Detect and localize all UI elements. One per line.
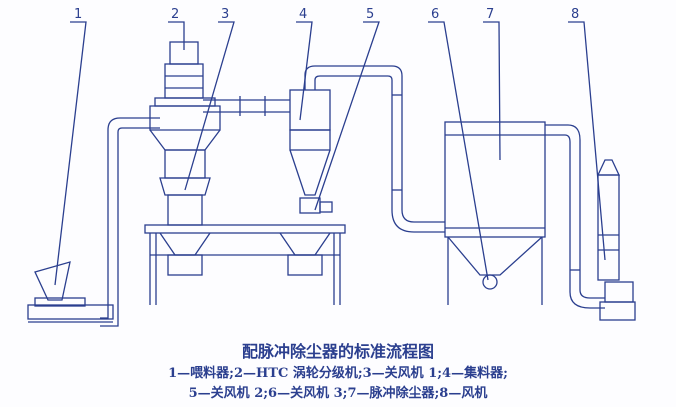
label-7: 7 (486, 7, 494, 22)
label-1: 1 (74, 7, 82, 22)
label-5: 5 (366, 7, 374, 22)
legend-line-2: 5—关风机 2;6—关风机 3;7—脉冲除尘器;8—风机 (188, 386, 488, 401)
classifier-outlet-pipe (203, 96, 290, 116)
label-8: 8 (571, 7, 579, 22)
process-drawing: 1 2 3 4 5 6 7 8 (27, 7, 636, 327)
cyclone-collector (289, 65, 445, 233)
classifier (149, 41, 221, 226)
fan (596, 159, 636, 321)
legend-line-1: 1—喂料器;2—HTC 涡轮分级机;3—关风机 1;4—集料器; (168, 366, 508, 381)
support-frame (144, 224, 346, 305)
label-2: 2 (171, 7, 179, 22)
label-6: 6 (431, 7, 439, 22)
callout-labels: 1 2 3 4 5 6 7 8 (74, 7, 579, 22)
pulse-dust-collector (444, 121, 605, 309)
riser-pipe (100, 117, 160, 327)
leader-lines (54, 21, 606, 286)
label-4: 4 (299, 7, 307, 22)
diagram-title: 配脉冲除尘器的标准流程图 (241, 342, 434, 361)
feeder (27, 261, 114, 323)
label-3: 3 (221, 7, 229, 22)
